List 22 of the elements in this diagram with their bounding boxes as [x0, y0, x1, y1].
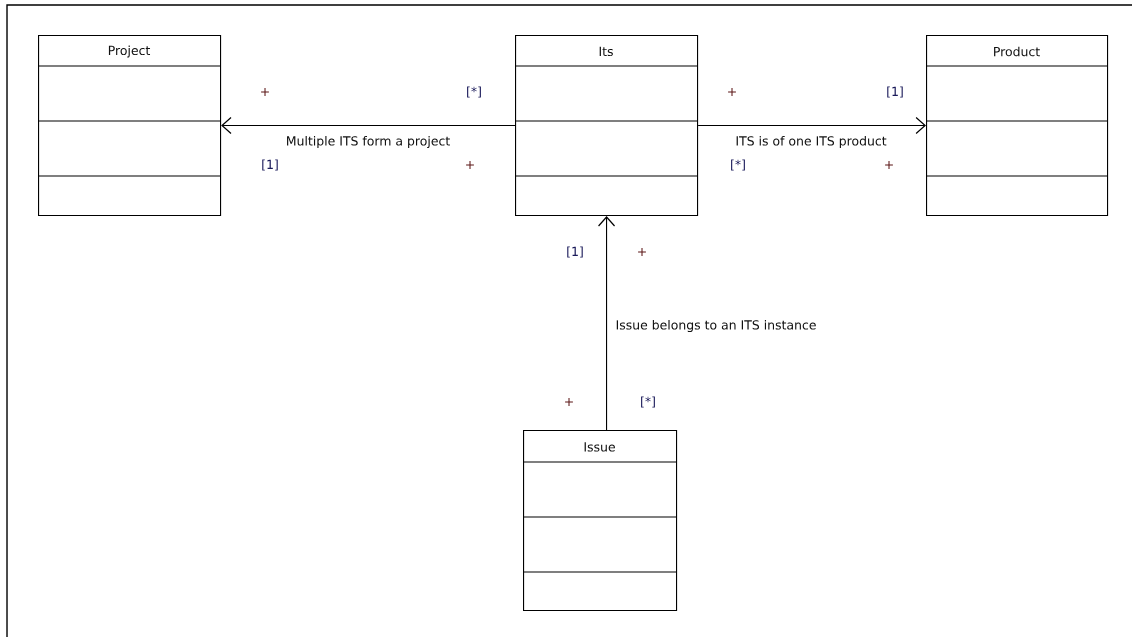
role-marker: + — [261, 88, 269, 96]
edge-label: Multiple ITS form a project — [284, 134, 452, 149]
class-box: Issue — [522, 430, 678, 612]
class-box: Project — [37, 35, 222, 217]
role-marker: + — [638, 248, 646, 256]
edge-label: Issue belongs to an ITS instance — [614, 318, 818, 333]
role-marker: + — [565, 398, 573, 406]
multiplicity-label: [*] — [641, 396, 655, 408]
multiplicity-label: [*] — [731, 159, 745, 171]
association-arrow — [697, 116, 926, 135]
edge-label: ITS is of one ITS product — [734, 134, 888, 149]
class-box: Its — [514, 35, 699, 217]
multiplicity-label: [1] — [887, 86, 903, 98]
association-arrow — [221, 116, 516, 135]
multiplicity-label: [*] — [467, 86, 481, 98]
multiplicity-label: [1] — [262, 159, 278, 171]
class-box: Product — [925, 35, 1109, 217]
role-marker: + — [466, 161, 474, 169]
multiplicity-label: [1] — [567, 246, 583, 258]
role-marker: + — [728, 88, 736, 96]
role-marker: + — [885, 161, 893, 169]
association-arrow — [597, 216, 616, 431]
